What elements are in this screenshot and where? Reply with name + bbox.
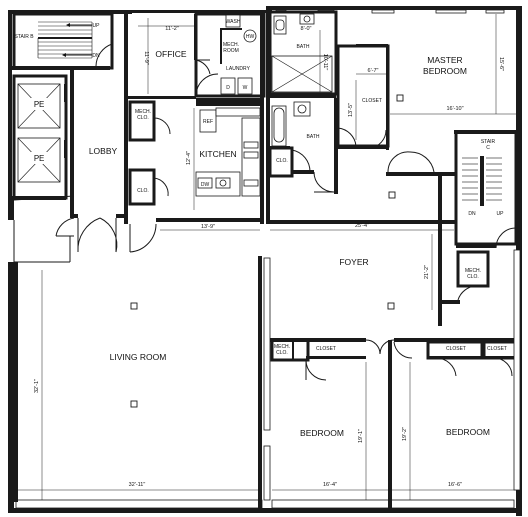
- master-width-dim: 16'-10": [446, 106, 463, 112]
- elevator-pe-bottom-label: PE: [34, 154, 44, 163]
- hw-label: HW: [246, 34, 255, 40]
- closet-left-label: CLOSET: [316, 346, 336, 352]
- bedroom-right-label: BEDROOM: [446, 427, 490, 437]
- lobby-label: LOBBY: [89, 146, 118, 156]
- kitchen-depth-dim: 12'-4": [186, 151, 192, 165]
- bedroom-right-width-dim: 16'-6": [448, 482, 462, 488]
- master-suite: 6'-7" 13'-5" CLOSET MASTER BEDROOM 15'-6…: [336, 14, 516, 176]
- dw-label: DW: [201, 182, 210, 188]
- closet-mid-label: CLOSET: [446, 346, 466, 352]
- office-width-dim: 11'-2": [165, 26, 179, 32]
- office-depth-dim: 11'-9": [143, 51, 149, 65]
- bath-width-dim: 8'-0": [301, 26, 312, 32]
- dryer-label: D: [226, 85, 230, 91]
- closet-master-label: CLOSET: [362, 98, 382, 104]
- living-width-dim: 32'-11": [129, 482, 146, 488]
- stair-c-up-label: UP: [497, 211, 505, 217]
- bath-lower-label: BATH: [307, 134, 320, 140]
- ref-label: REF: [203, 119, 213, 125]
- stair-c-label-2: C: [486, 145, 490, 151]
- bath-lower: BATH CLO.: [268, 94, 338, 194]
- master-bedroom-label-2: BEDROOM: [423, 66, 467, 76]
- master-depth-dim: 15'-6": [498, 57, 504, 71]
- kitchen: REF DW KITCHEN 12'-4" 13'-9": [156, 14, 264, 231]
- mech-clo-bedroom-label-2: CLO.: [276, 350, 288, 356]
- elevator-pe-top-label: PE: [34, 100, 44, 109]
- bedroom-right-depth-dim: 19'-2": [402, 427, 408, 441]
- mech-clo-office-label-1: MECH.: [135, 109, 151, 115]
- clo-bath-label: CLO.: [276, 158, 288, 164]
- stair-b-up-label: UP: [93, 23, 101, 29]
- foyer: 25'-4" 21'-2" FOYER: [270, 191, 456, 310]
- closet-right-label: CLOSET: [487, 346, 507, 352]
- lobby: LOBBY: [13, 14, 128, 263]
- closet-width-dim: 6'-7": [368, 68, 379, 74]
- laundry-label: LAUNDRY: [226, 66, 250, 72]
- top-windows: [275, 9, 505, 14]
- mech-room-label-1: MECH.: [223, 42, 239, 48]
- kitchen-width-dim: 13'-9": [201, 224, 215, 230]
- bedrooms: MECH. CLO. CLOSET CLOSET CLOSET BEDROOM …: [270, 249, 521, 510]
- foyer-depth-dim: 21'-2": [424, 265, 430, 279]
- bedroom-left-depth-dim: 19'-1": [358, 429, 364, 443]
- stair-c: STAIR C DN UP MECH. CLO.: [438, 130, 518, 326]
- foyer-label: FOYER: [339, 257, 368, 267]
- elevators: PE PE: [10, 74, 68, 220]
- mech-clo-bedroom-label-1: MECH.: [274, 344, 290, 350]
- bath-depth-dim: 10'-11": [322, 54, 328, 71]
- clo-lobby-label: CLO.: [137, 188, 149, 194]
- bedroom-left-label: BEDROOM: [300, 428, 344, 438]
- stair-c-dn-label: DN: [468, 211, 476, 217]
- office-label: OFFICE: [155, 49, 186, 59]
- stair-b-dn-label: DN: [92, 53, 100, 59]
- living-room: 32'-1" 32'-11" LIVING ROOM: [14, 223, 271, 510]
- closet-depth-dim: 13'-5": [348, 103, 354, 117]
- foyer-width-dim: 25'-4": [355, 223, 369, 229]
- washer-label: WASH: [226, 19, 241, 25]
- kitchen-label: KITCHEN: [199, 149, 236, 159]
- stair-b-label: STAIR B: [14, 34, 34, 40]
- washer-w-label: W: [243, 85, 248, 91]
- mech-clo-c-label-1: MECH.: [465, 268, 481, 274]
- bedroom-left-width-dim: 16'-4": [323, 482, 337, 488]
- mech-clo-office-label-2: CLO.: [137, 115, 149, 121]
- living-depth-dim: 32'-1": [34, 379, 40, 393]
- bath-upper: 8'-0" BATH 10'-11": [266, 10, 338, 224]
- living-room-label: LIVING ROOM: [110, 352, 167, 362]
- stair-b: UP DN STAIR B: [10, 12, 114, 70]
- stair-c-label-1: STAIR: [481, 139, 496, 145]
- bath-upper-label: BATH: [297, 44, 310, 50]
- mech-room-label-2: ROOM: [223, 48, 239, 54]
- master-bedroom-label-1: MASTER: [427, 55, 462, 65]
- mech-clo-c-label-2: CLO.: [467, 274, 479, 280]
